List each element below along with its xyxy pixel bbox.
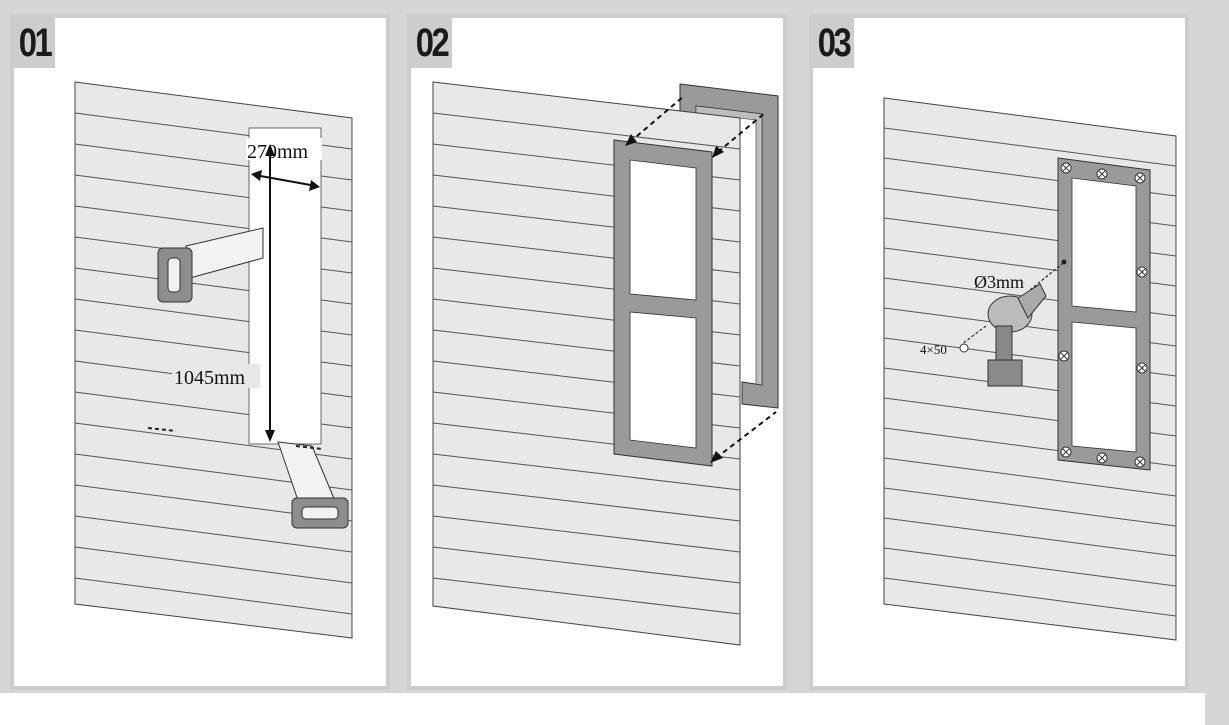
- step-2-illustration: [432, 81, 779, 646]
- right-strip: [1205, 0, 1229, 725]
- plank-line: [883, 577, 1177, 617]
- screw-size-label: 4×50: [920, 342, 947, 357]
- step-1-panel: 01 270mm 1045mm: [10, 14, 390, 690]
- screw-cross: [1098, 170, 1106, 178]
- plank-line: [883, 547, 1177, 587]
- height-label-bg: [172, 364, 260, 388]
- plank-line: [74, 546, 353, 584]
- plank-line: [883, 487, 1177, 527]
- plank-line: [883, 517, 1177, 557]
- bottom-strip: [0, 693, 1205, 725]
- plank-line: [432, 484, 741, 522]
- screw-cross: [1098, 454, 1106, 462]
- step-1-number: 01: [14, 18, 55, 68]
- plank-line: [432, 546, 741, 584]
- plank-line: [432, 577, 741, 615]
- plank-line: [74, 577, 353, 615]
- plank-line: [883, 457, 1177, 497]
- saw-icon: [157, 227, 264, 303]
- screw-cross: [1136, 458, 1144, 466]
- screw-cross: [1060, 352, 1068, 360]
- mounted-frame: [1057, 157, 1151, 471]
- drill-size-label: Ø3mm: [974, 272, 1024, 292]
- height-label: 1045mm: [174, 367, 246, 389]
- screw-cross: [1136, 174, 1144, 182]
- screw-cross: [1062, 164, 1070, 172]
- step-3-number: 03: [813, 18, 854, 68]
- screw-cross: [1062, 448, 1070, 456]
- screw-cross: [1138, 364, 1146, 372]
- screw-icon: [959, 343, 969, 353]
- plank-line: [432, 453, 741, 491]
- drill-icon: [987, 283, 1047, 387]
- step-2-number: 02: [411, 18, 452, 68]
- step-3-panel: 03 Ø3mm 4×50: [809, 14, 1189, 690]
- step-3-illustration: Ø3mm 4×50: [883, 97, 1177, 641]
- screw-cross: [1138, 268, 1146, 276]
- step-2-panel: 02: [407, 14, 787, 690]
- plank-line: [432, 112, 741, 150]
- plank-line: [432, 515, 741, 553]
- front-frame: [613, 139, 713, 467]
- frame-screws: [1058, 162, 1148, 468]
- width-arrow: [254, 174, 317, 187]
- width-label: 270mm: [247, 141, 309, 163]
- step-1-illustration: 270mm 1045mm: [74, 81, 353, 639]
- plank-line: [883, 127, 1177, 167]
- width-label-bg: [246, 138, 322, 160]
- plank-line: [74, 515, 353, 553]
- saw-icon: [277, 441, 349, 529]
